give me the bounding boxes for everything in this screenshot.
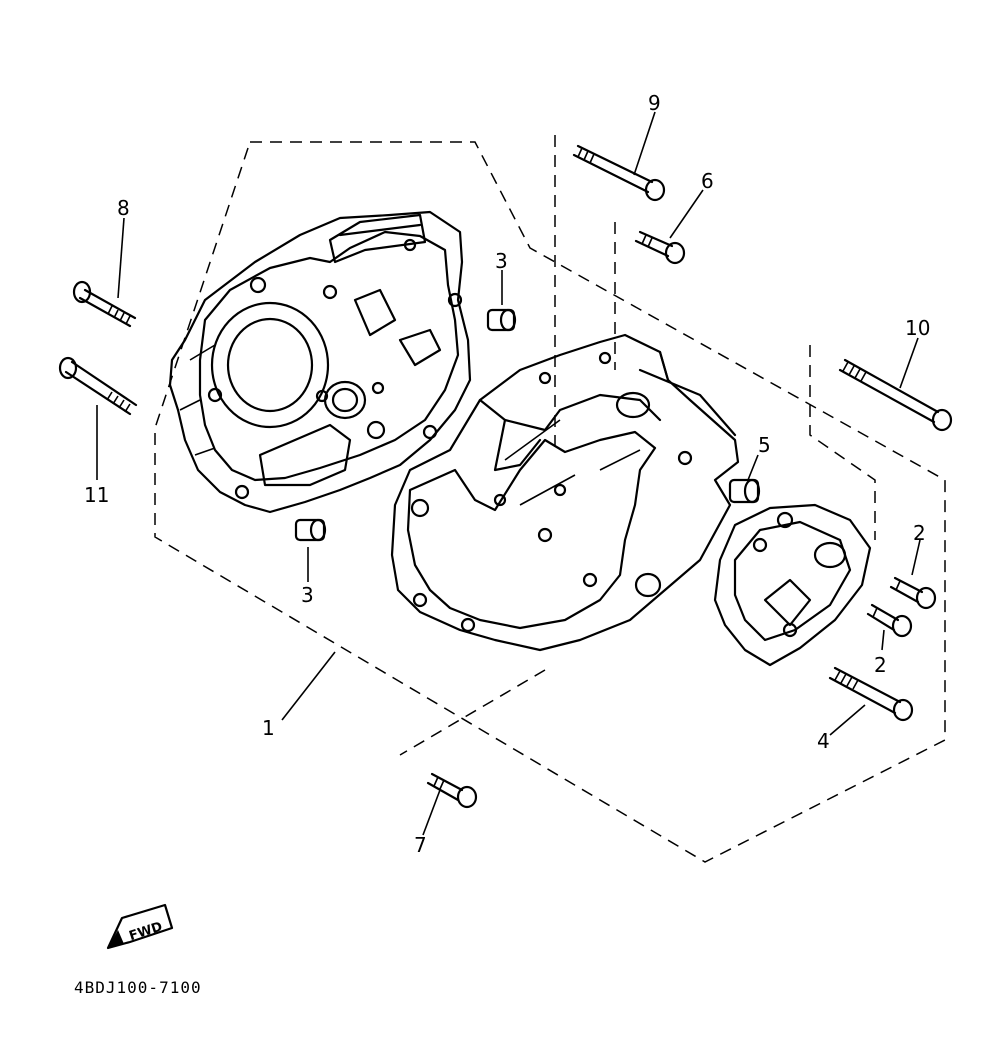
callout-1: 1 [262,716,275,740]
fwd-arrow-icon: FWD [106,903,174,950]
callout-labels: 1 2 2 3 3 4 5 6 7 8 9 10 11 [84,91,930,857]
fwd-label: FWD [127,919,164,944]
callout-3-lower: 3 [301,583,314,607]
callout-9: 9 [648,91,661,115]
callout-4: 4 [817,729,830,753]
bolt-4 [828,666,914,722]
bolt-11 [58,356,138,416]
callout-10: 10 [905,316,930,340]
left-crankcase-half [168,210,472,514]
diagram-code: 4BDJ100-7100 [74,978,202,997]
bolt-8 [72,280,137,328]
bolt-10 [838,358,953,432]
bolt-9 [572,144,666,202]
dowel-pin-5 [728,478,761,504]
callout-8: 8 [117,196,130,220]
callout-3-upper: 3 [495,249,508,273]
callout-11: 11 [84,483,109,507]
bolt-2-lower [866,603,913,638]
callout-6: 6 [701,169,714,193]
dowel-pin-3-lower [294,518,327,542]
leader-lines [96,111,921,836]
callout-5: 5 [758,433,771,457]
assembly-outline [154,135,946,863]
bolt-2-upper [889,576,937,610]
bolt-7 [426,772,478,809]
callout-2-upper: 2 [913,521,926,545]
side-cover [713,503,872,667]
bolt-6 [634,230,686,265]
callout-2-lower: 2 [874,653,887,677]
right-crankcase-half [390,333,740,652]
dowel-pin-3-upper [486,308,517,332]
callout-7: 7 [414,833,427,857]
